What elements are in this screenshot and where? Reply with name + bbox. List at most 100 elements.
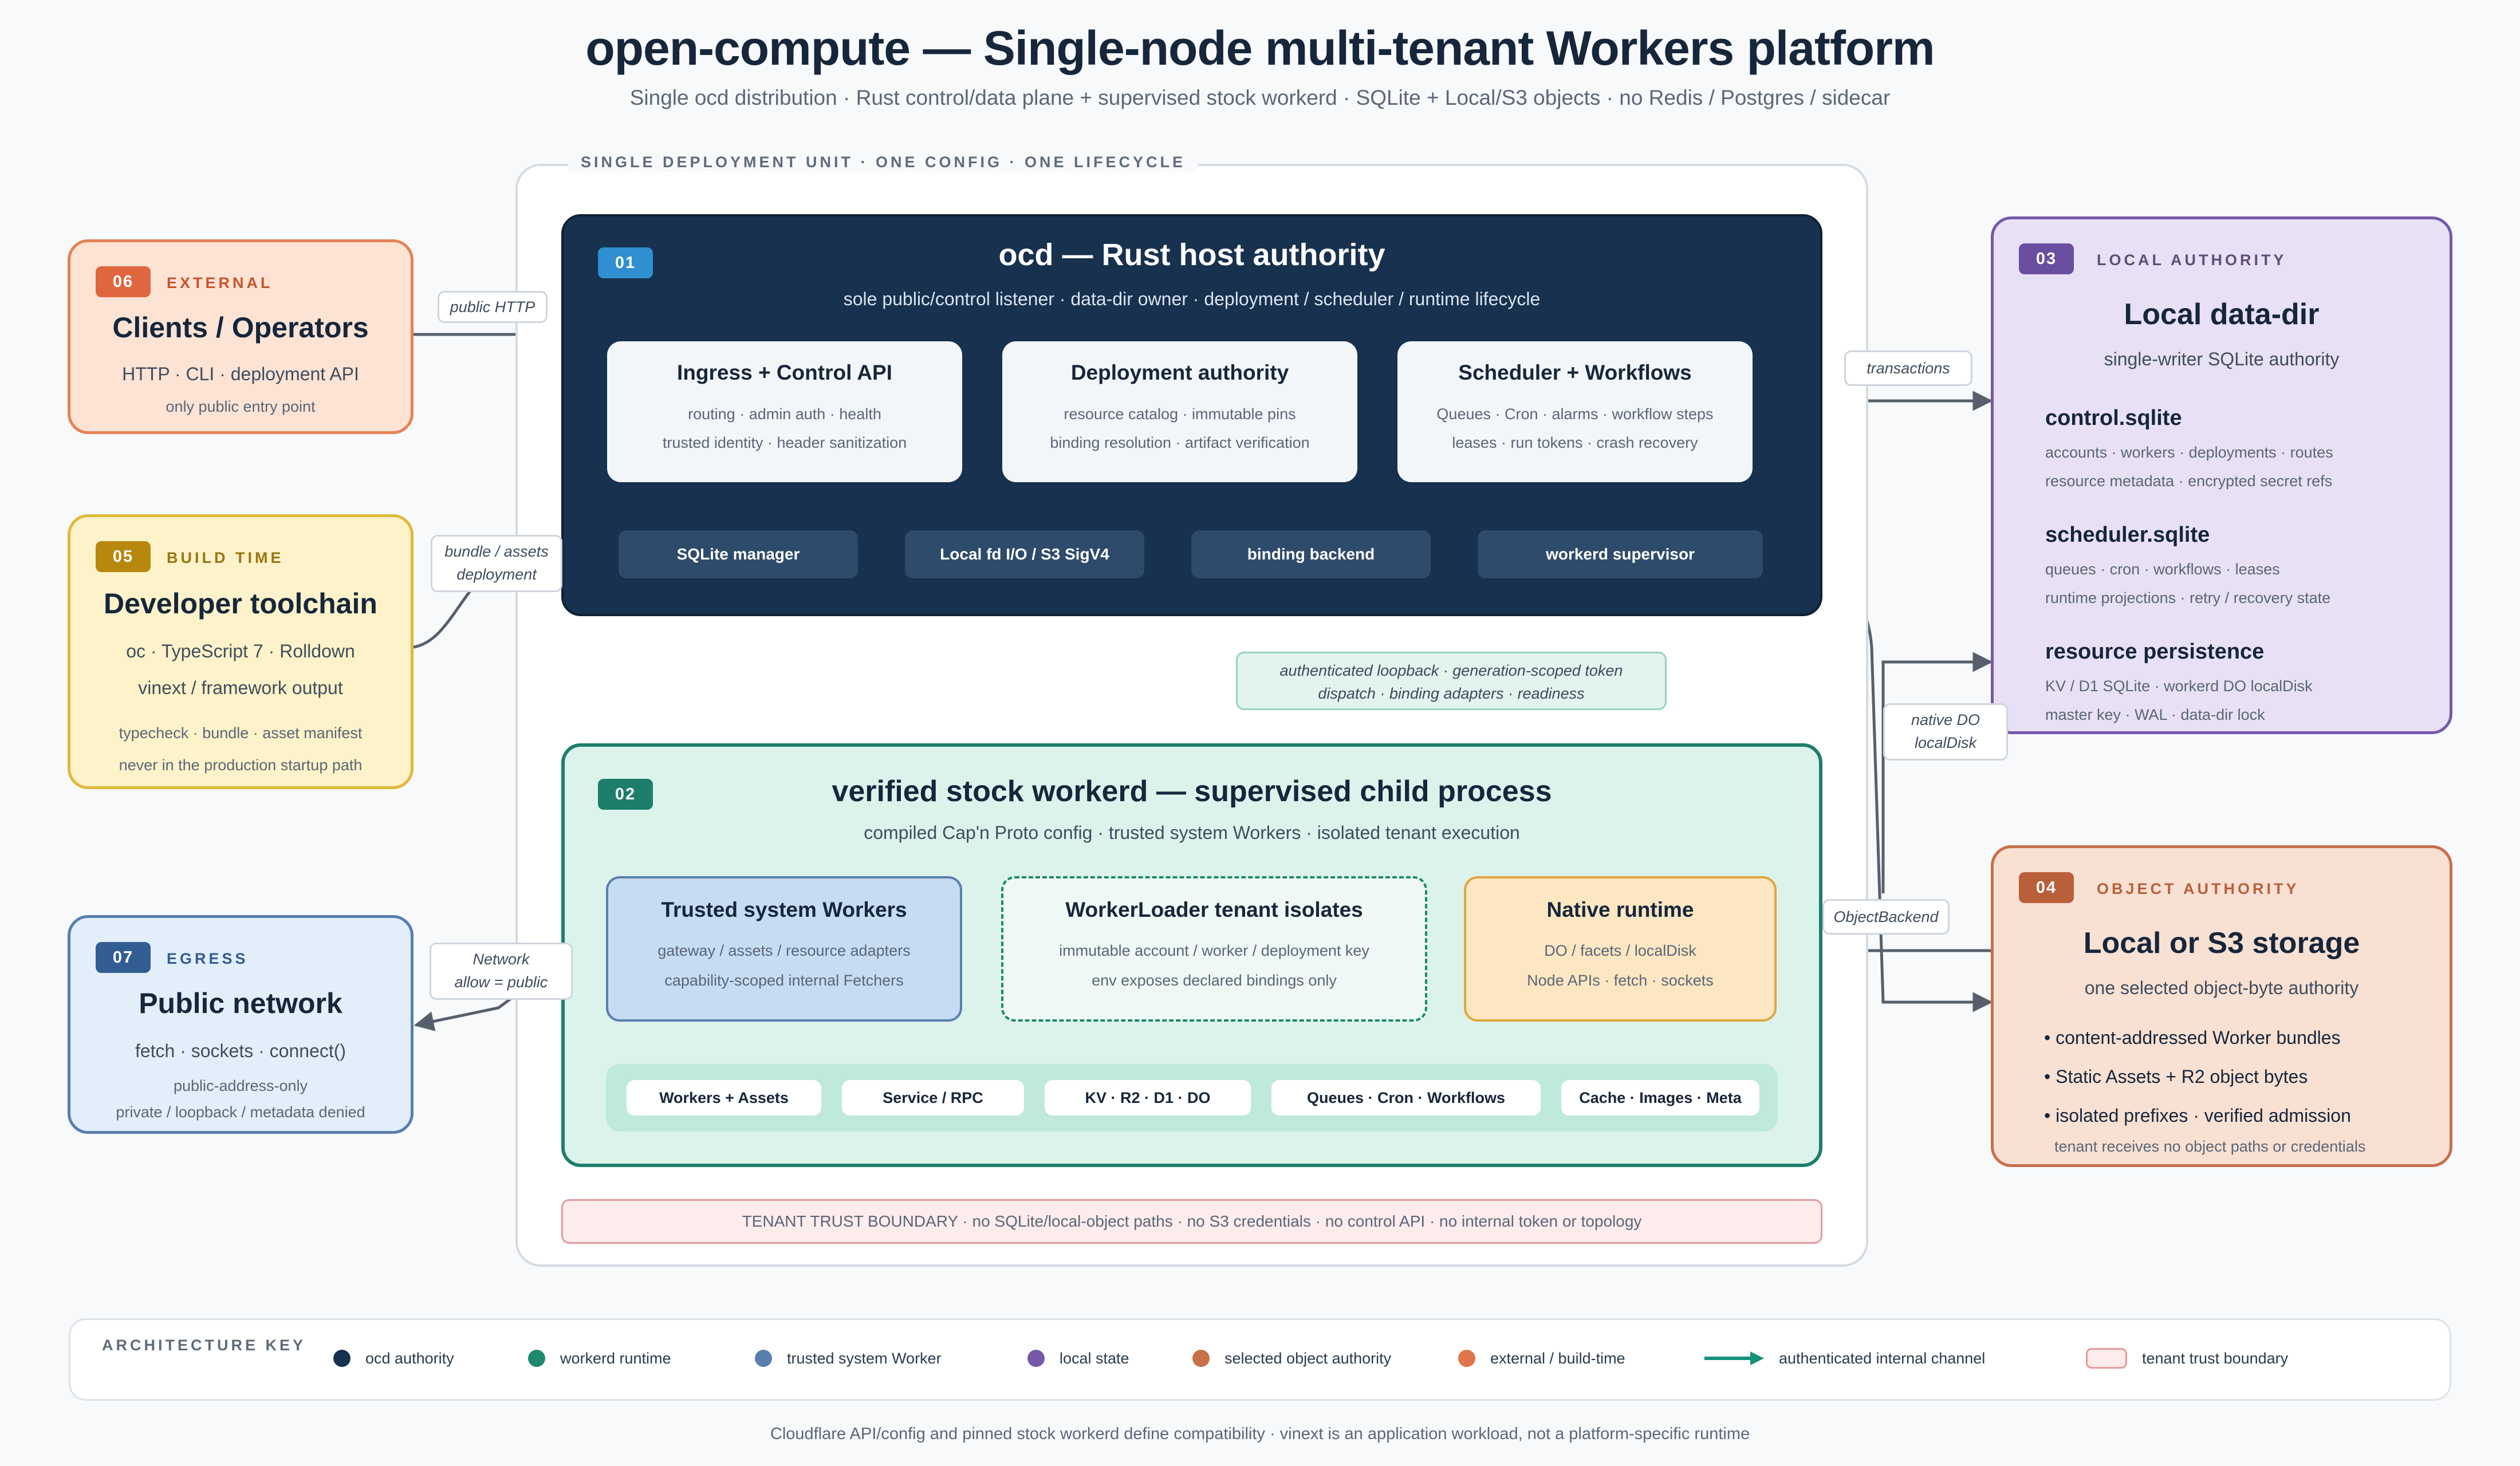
legend-dot <box>1192 1349 1210 1367</box>
ingress-control-card: Ingress + Control API routing · admin au… <box>607 341 962 482</box>
native-runtime-card: Native runtime DO / facets / localDisk N… <box>1464 876 1777 1022</box>
service-rpc-pill: Service / RPC <box>842 1080 1024 1116</box>
card-line: capability-scoped internal Fetchers <box>664 972 904 989</box>
public-network-box: 07 EGRESS Public network fetch · sockets… <box>68 915 414 1134</box>
object-badge: 04 <box>2019 872 2074 903</box>
deployment-unit-label: SINGLE DEPLOYMENT UNIT · ONE CONFIG · ON… <box>568 153 1199 171</box>
local-data-dir-box: 03 LOCAL AUTHORITY Local data-dir single… <box>1991 216 2452 734</box>
footer-note: Cloudflare API/config and pinned stock w… <box>770 1425 1750 1443</box>
section-line: master key · WAL · data-dir lock <box>2045 706 2265 723</box>
object-storage-box: 04 OBJECT AUTHORITY Local or S3 storage … <box>1991 845 2452 1167</box>
object-bullet: • isolated prefixes · verified admission <box>2044 1105 2351 1126</box>
workerd-subtitle: compiled Cap'n Proto config · trusted sy… <box>864 822 1520 843</box>
tenant-trust-boundary: TENANT TRUST BOUNDARY · no SQLite/local-… <box>561 1199 1822 1244</box>
legend-label: workerd runtime <box>560 1350 671 1367</box>
local-title: Local data-dir <box>2124 298 2320 331</box>
label-line: localDisk <box>1914 734 1977 751</box>
card-title: WorkerLoader tenant isolates <box>1065 898 1363 921</box>
card-title: Deployment authority <box>1070 361 1289 384</box>
local-fd-s3-pill: Local fd I/O / S3 SigV4 <box>905 530 1144 578</box>
transactions-label: transactions <box>1844 350 1972 386</box>
card-line: trusted identity · header sanitization <box>662 434 907 451</box>
label-line: Network <box>472 951 530 968</box>
legend-swatch <box>2086 1347 2127 1369</box>
network-allow-label: Network allow = public <box>430 943 573 1000</box>
card-line: Queues · Cron · alarms · workflow steps <box>1436 405 1714 423</box>
build-line: vinext / framework output <box>138 677 343 698</box>
legend-label: selected object authority <box>1224 1350 1392 1367</box>
workerd-badge: 02 <box>598 779 653 810</box>
ocd-title: ocd — Rust host authority <box>998 238 1385 272</box>
sqlite-manager-pill: SQLite manager <box>619 530 858 578</box>
build-note: typecheck · bundle · asset manifest <box>119 724 363 742</box>
scheduler-workflows-card: Scheduler + Workflows Queues · Cron · al… <box>1397 341 1753 482</box>
page-title: open-compute — Single-node multi-tenant … <box>585 21 1935 75</box>
card-line: gateway / assets / resource adapters <box>657 942 911 959</box>
external-line: HTTP · CLI · deployment API <box>122 364 359 384</box>
legend-item-channel: authenticated internal channel <box>1704 1347 1985 1370</box>
ocd-badge-wrap: 01 <box>598 247 653 278</box>
label-line: native DO <box>1911 711 1980 728</box>
scheduler-sqlite-title: scheduler.sqlite <box>2045 523 2210 547</box>
local-subtitle: single-writer SQLite authority <box>2104 349 2340 369</box>
binding-backend-pill: binding backend <box>1191 530 1431 578</box>
label-line: bundle / assets <box>444 543 549 560</box>
section-line: runtime projections · retry / recovery s… <box>2045 589 2331 606</box>
legend-item-workerd: workerd runtime <box>528 1347 671 1370</box>
workerloader-tenant-card: WorkerLoader tenant isolates immutable a… <box>1001 876 1427 1022</box>
clients-operators-box: 06 EXTERNAL Clients / Operators HTTP · C… <box>68 239 414 434</box>
channel-line: authenticated loopback · generation-scop… <box>1279 662 1623 679</box>
workers-assets-pill: Workers + Assets <box>627 1080 821 1116</box>
section-line: KV / D1 SQLite · workerd DO localDisk <box>2045 677 2313 695</box>
legend-dot <box>1458 1349 1475 1367</box>
cache-images-meta-pill: Cache · Images · Meta <box>1561 1080 1759 1116</box>
external-note: only public entry point <box>166 398 316 415</box>
legend-item-ocd: ocd authority <box>333 1347 454 1370</box>
legend-item-object: selected object authority <box>1192 1347 1391 1370</box>
legend-item-external: external / build-time <box>1458 1347 1625 1370</box>
public-http-label: public HTTP <box>438 291 548 323</box>
object-backend-label: ObjectBackend <box>1822 899 1950 935</box>
card-line: immutable account / worker / deployment … <box>1059 942 1369 959</box>
legend-item-local: local state <box>1027 1347 1129 1370</box>
label-line: allow = public <box>454 974 548 991</box>
egress-note: public-address-only <box>173 1077 308 1094</box>
developer-toolchain-box: 05 BUILD TIME Developer toolchain oc · T… <box>68 514 414 789</box>
trusted-system-workers-card: Trusted system Workers gateway / assets … <box>606 876 962 1022</box>
native-do-connector <box>1881 652 1993 893</box>
resource-persistence-title: resource persistence <box>2045 640 2265 664</box>
egress-badge: 07 <box>96 942 151 973</box>
legend-label: external / build-time <box>1490 1350 1625 1367</box>
legend-dot <box>755 1349 772 1367</box>
external-badge: 06 <box>96 266 151 297</box>
card-line: leases · run tokens · crash recovery <box>1452 434 1698 451</box>
object-bullet: • content-addressed Worker bundles <box>2044 1027 2341 1048</box>
legend-label: tenant trust boundary <box>2142 1350 2289 1367</box>
local-badge: 03 <box>2019 243 2074 274</box>
egress-title: Public network <box>139 987 342 1019</box>
build-note: never in the production startup path <box>119 756 363 774</box>
object-kicker: OBJECT AUTHORITY <box>2097 880 2300 897</box>
authenticated-channel-label: authenticated loopback · generation-scop… <box>1236 652 1667 710</box>
card-line: routing · admin auth · health <box>688 405 881 423</box>
card-title: Native runtime <box>1546 898 1694 921</box>
legend-dot <box>333 1349 351 1367</box>
legend-item-trust: tenant trust boundary <box>2086 1347 2288 1370</box>
external-title: Clients / Operators <box>112 312 369 344</box>
legend-arrow-icon <box>1704 1351 1764 1365</box>
control-sqlite-title: control.sqlite <box>2045 406 2182 430</box>
native-do-label: native DO localDisk <box>1883 703 2008 760</box>
object-subtitle: one selected object-byte authority <box>2084 978 2359 998</box>
legend-label: local state <box>1060 1350 1129 1367</box>
card-line: DO / facets / localDisk <box>1544 942 1696 959</box>
object-title: Local or S3 storage <box>2083 927 2360 960</box>
queues-cron-workflows-pill: Queues · Cron · Workflows <box>1271 1080 1541 1116</box>
workerd-badge-wrap: 02 <box>598 779 653 810</box>
egress-note: private / loopback / metadata denied <box>116 1104 365 1121</box>
card-line: env exposes declared bindings only <box>1092 972 1337 989</box>
workerd-supervisor-pill: workerd supervisor <box>1478 530 1763 578</box>
legend-dot <box>1027 1349 1045 1367</box>
legend-item-trusted: trusted system Worker <box>755 1347 942 1370</box>
object-note: tenant receives no object paths or crede… <box>2054 1138 2366 1155</box>
egress-line: fetch · sockets · connect() <box>135 1041 346 1061</box>
